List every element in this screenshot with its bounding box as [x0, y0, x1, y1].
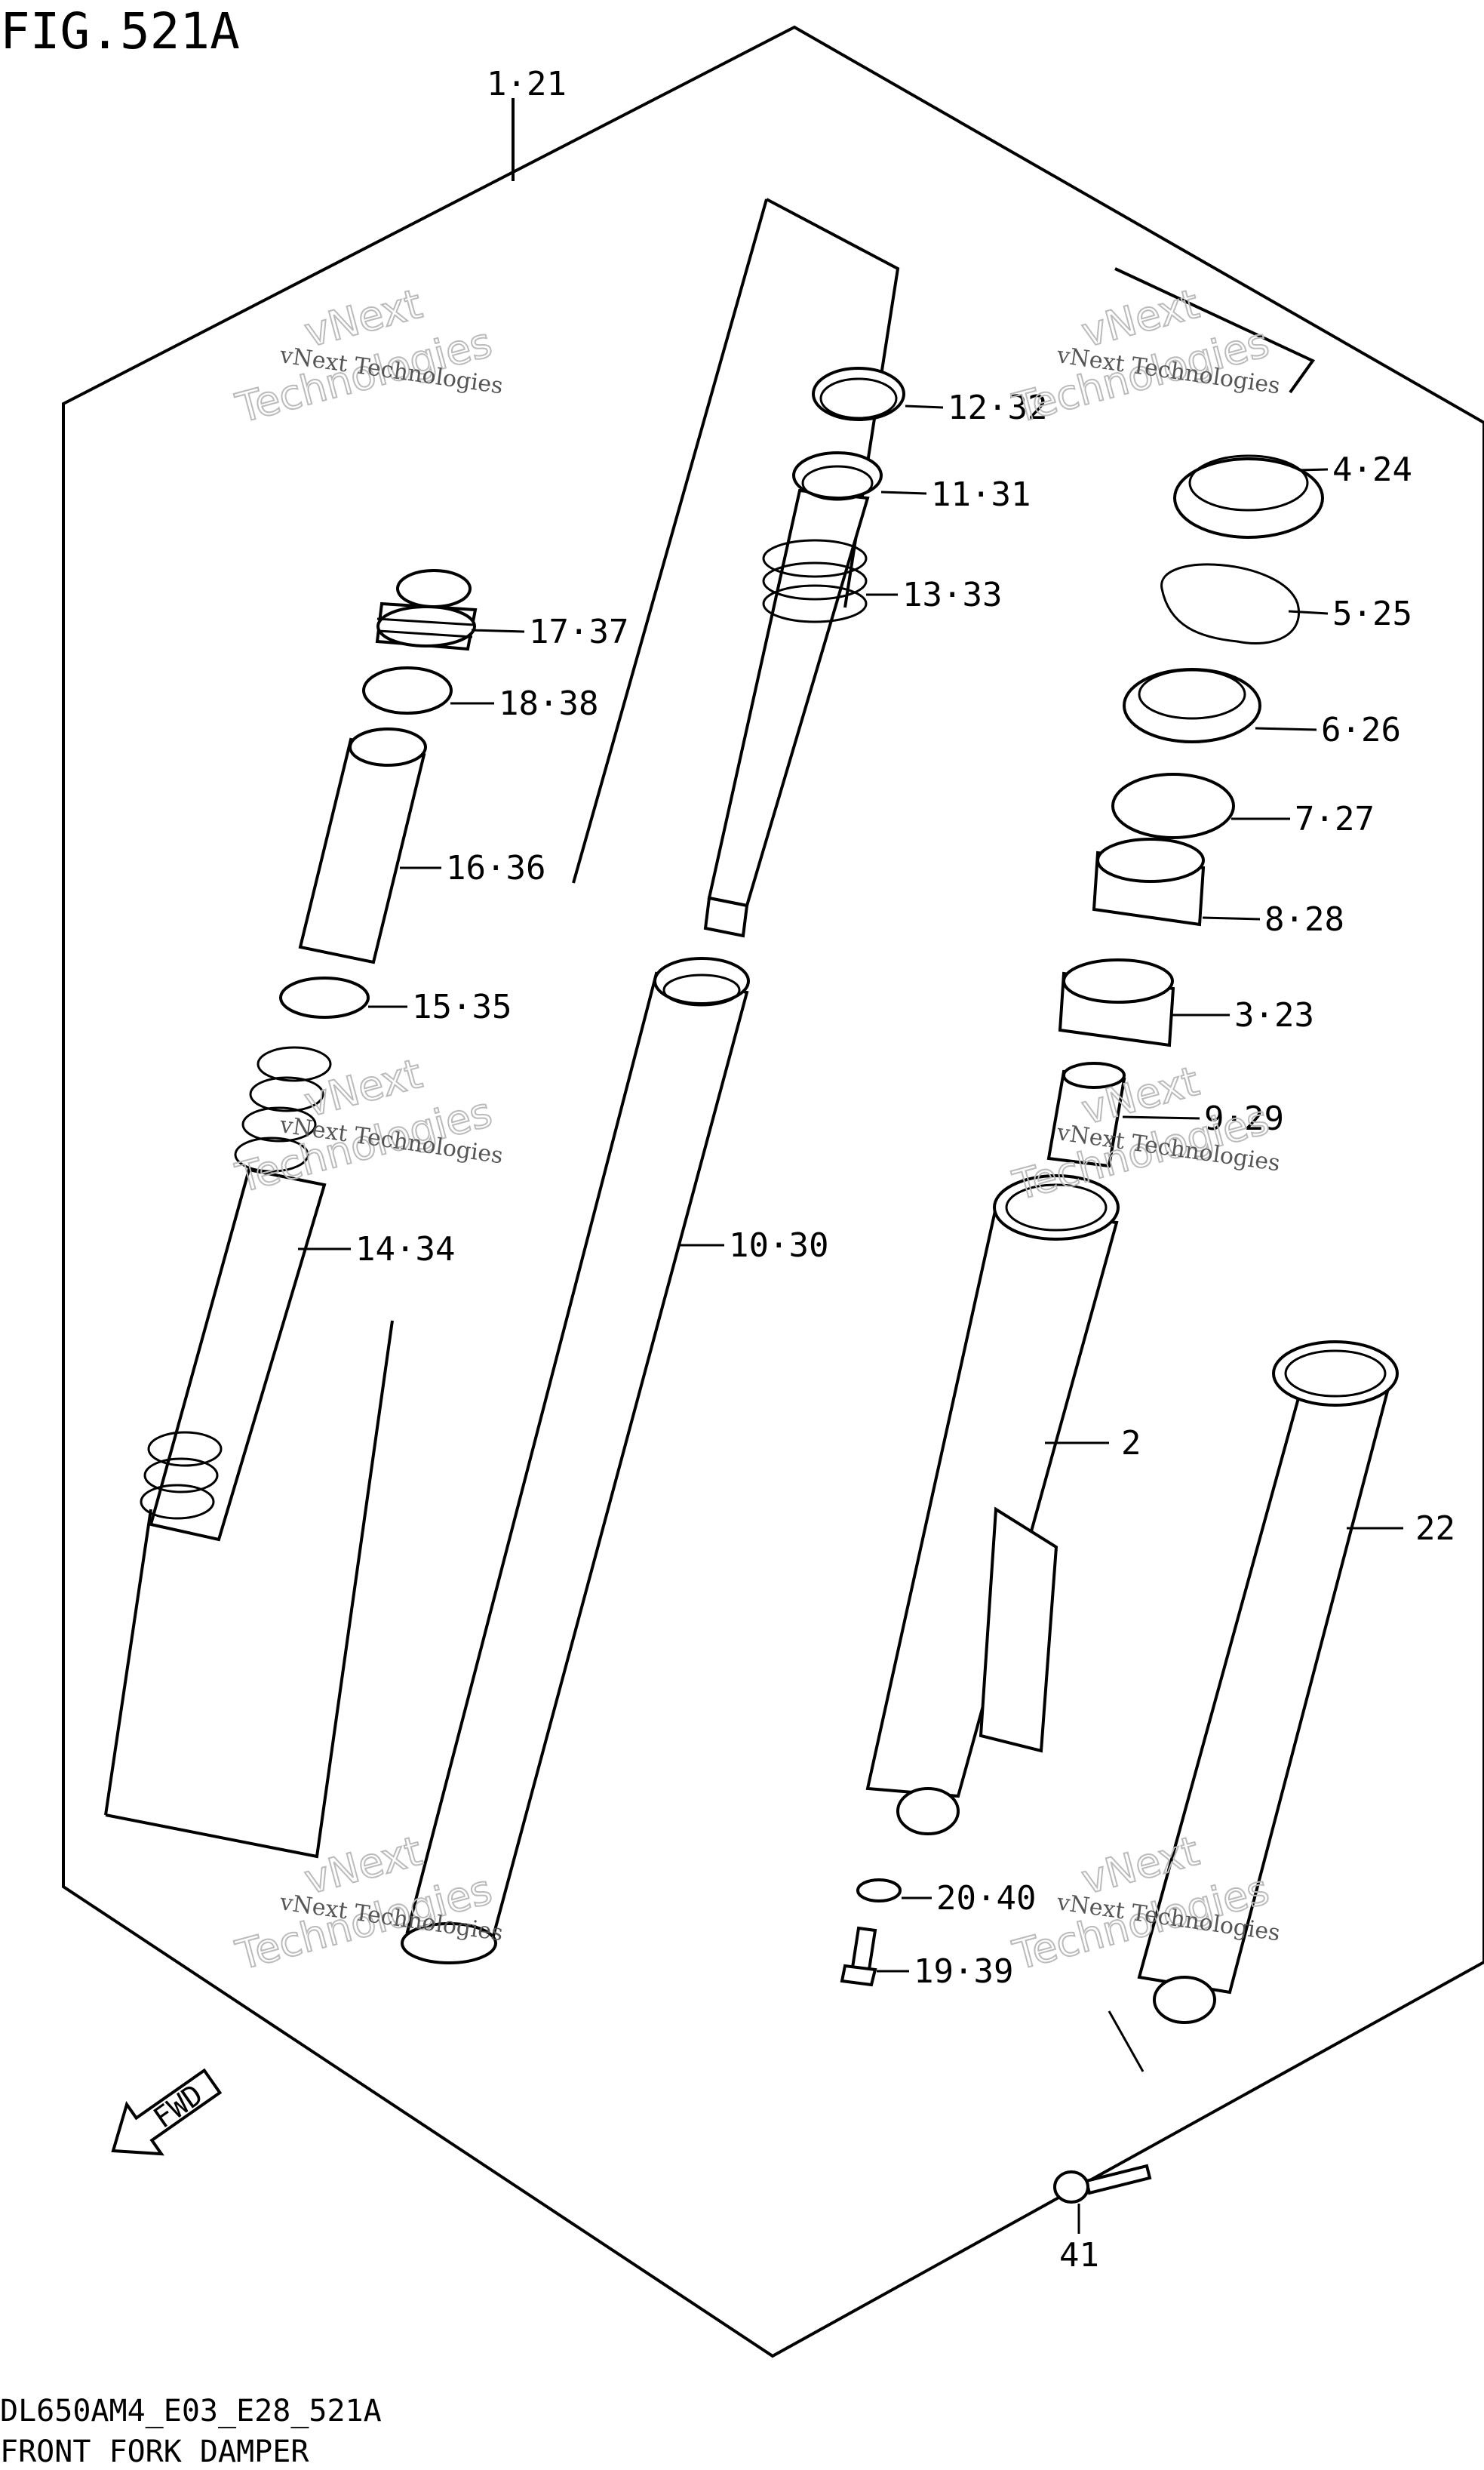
callout-9-29: 9·29 [1204, 1100, 1284, 1138]
callout-7-27: 7·27 [1295, 800, 1375, 838]
callout-15-35: 15·35 [412, 988, 512, 1026]
part-outer-tube-left [865, 1174, 1120, 1835]
callout-11-31: 11·31 [931, 475, 1031, 514]
callout-41: 41 [1059, 2236, 1099, 2275]
callout-19-39: 19·39 [914, 1952, 1013, 1991]
callout-18-38: 18·38 [499, 684, 598, 723]
part-damper-rod [703, 451, 883, 938]
part-gasket [856, 1878, 902, 1902]
callout-17-37: 17·37 [529, 613, 628, 651]
callout-3-23: 3·23 [1234, 996, 1314, 1035]
callout-6-26: 6·26 [1321, 711, 1401, 749]
part-washer-7 [1111, 773, 1235, 839]
footer-caption: FRONT FORK DAMPER [0, 2435, 309, 2469]
callout-22: 22 [1415, 1509, 1455, 1548]
figure-title: FIG.521A [0, 2, 240, 60]
part-inner-tube [401, 957, 750, 1964]
callout-12-32: 12·32 [948, 389, 1047, 427]
part-bolt-41 [1053, 2164, 1152, 2204]
callout-16-36: 16·36 [446, 849, 545, 887]
footer-code: DL650AM4_E03_E28_521A [0, 2394, 382, 2428]
callout-5-25: 5·25 [1332, 595, 1412, 633]
part-outer-tube-right [1137, 1340, 1399, 2024]
part-bushing-8 [1092, 838, 1206, 927]
part-stopper-ring [1160, 563, 1300, 645]
watermark: Technologies vNext vNext Technologies Te… [230, 279, 1282, 1980]
callout-13-33: 13·33 [902, 576, 1002, 614]
part-bolt-19 [840, 1926, 877, 1987]
part-dust-seal [1173, 454, 1324, 539]
assembly-outline [62, 25, 1484, 2358]
callout-10-30: 10·30 [729, 1226, 828, 1265]
part-oil-lock-piece [1046, 1062, 1126, 1168]
part-ring-12 [812, 367, 905, 421]
spring-outline [105, 1320, 394, 1859]
part-washer-15 [279, 977, 370, 1019]
part-oil-seal [1123, 668, 1261, 743]
seals-outline [1114, 267, 1316, 394]
part-cap-bolt [375, 569, 478, 651]
leader-lines [298, 404, 1403, 2234]
callout-4-24: 4·24 [1332, 451, 1412, 489]
callout-14-34: 14·34 [355, 1230, 455, 1269]
part-o-ring-18 [362, 666, 453, 715]
part-fork-spring [140, 1046, 332, 1542]
fwd-arrow-icon: FWD [111, 2068, 223, 2156]
callout-1-21: 1·21 [487, 65, 567, 103]
callout-20-40: 20·40 [936, 1879, 1036, 1918]
part-bushing-3 [1058, 958, 1175, 1047]
callout-2: 2 [1121, 1424, 1141, 1463]
callout-8-28: 8·28 [1264, 900, 1344, 939]
part-spacer [298, 727, 427, 964]
